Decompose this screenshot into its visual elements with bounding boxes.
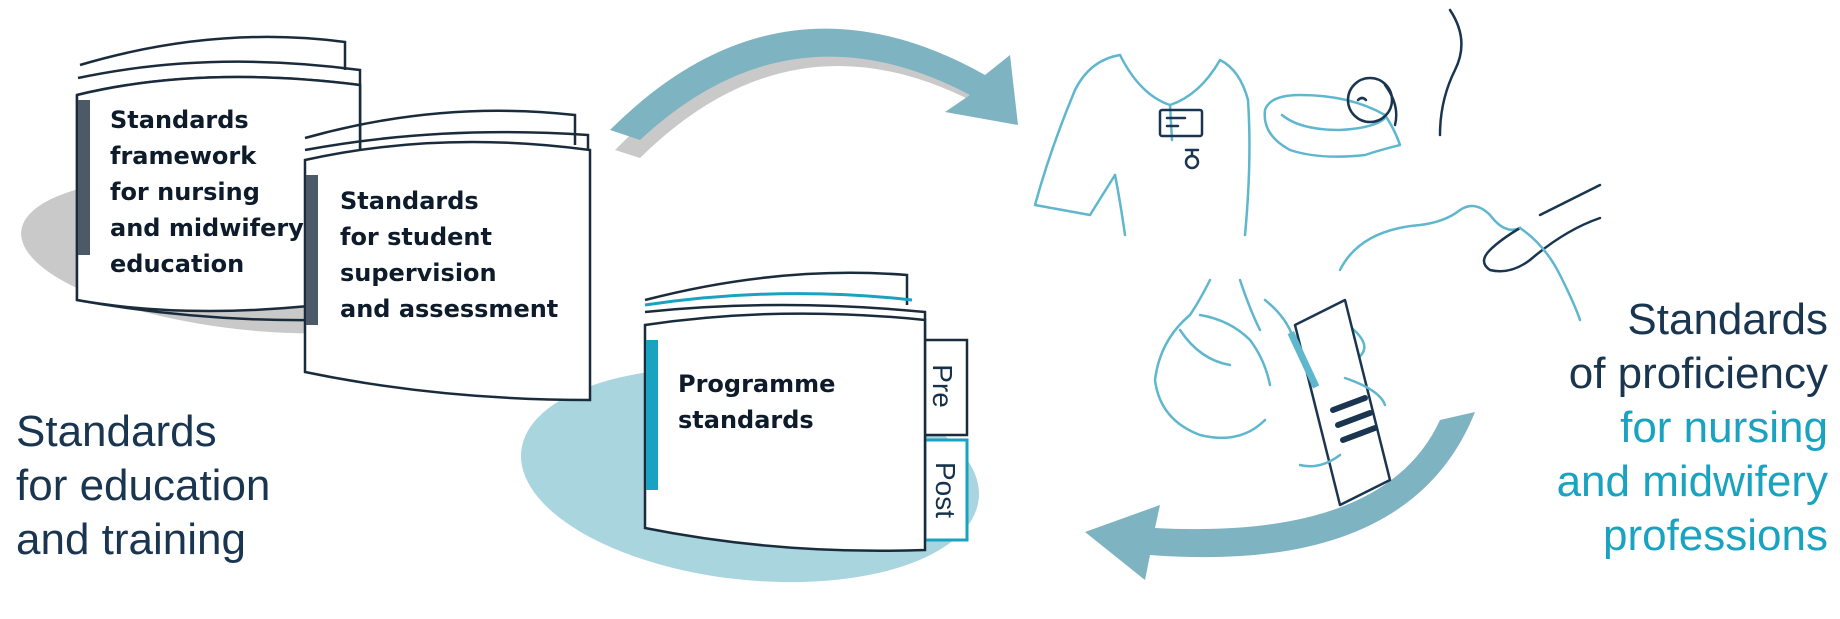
curved-arrow-left-icon <box>1085 412 1475 580</box>
supervision-book-spine <box>306 175 318 325</box>
education-caption-line-2: for education <box>16 461 271 510</box>
proficiency-subtitle-line-3: professions <box>1602 511 1828 560</box>
proficiency-title-line-2: of proficiency <box>1568 349 1828 398</box>
programme-book-spine <box>646 340 658 490</box>
framework-book-icon <box>75 35 362 322</box>
education-caption-line-3: and training <box>16 515 246 564</box>
proficiency-subtitle-line-2: and midwifery <box>1556 457 1828 506</box>
tab-pre-shape <box>923 338 969 437</box>
clipboard-holder-icon <box>1153 278 1392 507</box>
framework-book-spine <box>78 100 90 255</box>
tab-post-shape <box>923 438 969 542</box>
newborn-baby-icon <box>1263 8 1463 158</box>
proficiency-caption: Standards of proficiency for nursing and… <box>1557 293 1828 563</box>
proficiency-subtitle-line-1: for nursing <box>1620 403 1828 452</box>
education-training-caption: Standards for education and training <box>16 405 270 567</box>
supervision-book-icon <box>303 109 592 402</box>
tab-pre-label: Pre <box>926 364 958 408</box>
education-caption-line-1: Standards <box>16 407 217 456</box>
proficiency-title-line-1: Standards <box>1627 295 1828 344</box>
framework-book-label: Standards framework for nursing and midw… <box>110 106 304 278</box>
programme-book-label: Programme standards <box>678 370 836 434</box>
curved-arrow-right-icon <box>610 28 1018 158</box>
programme-book-icon <box>643 271 969 553</box>
tab-post-label: Post <box>930 461 962 519</box>
nurse-uniform-icon <box>1033 53 1251 237</box>
supervision-book-label: Standards for student supervision and as… <box>340 187 559 323</box>
breastfeeding-icon <box>1338 183 1602 322</box>
